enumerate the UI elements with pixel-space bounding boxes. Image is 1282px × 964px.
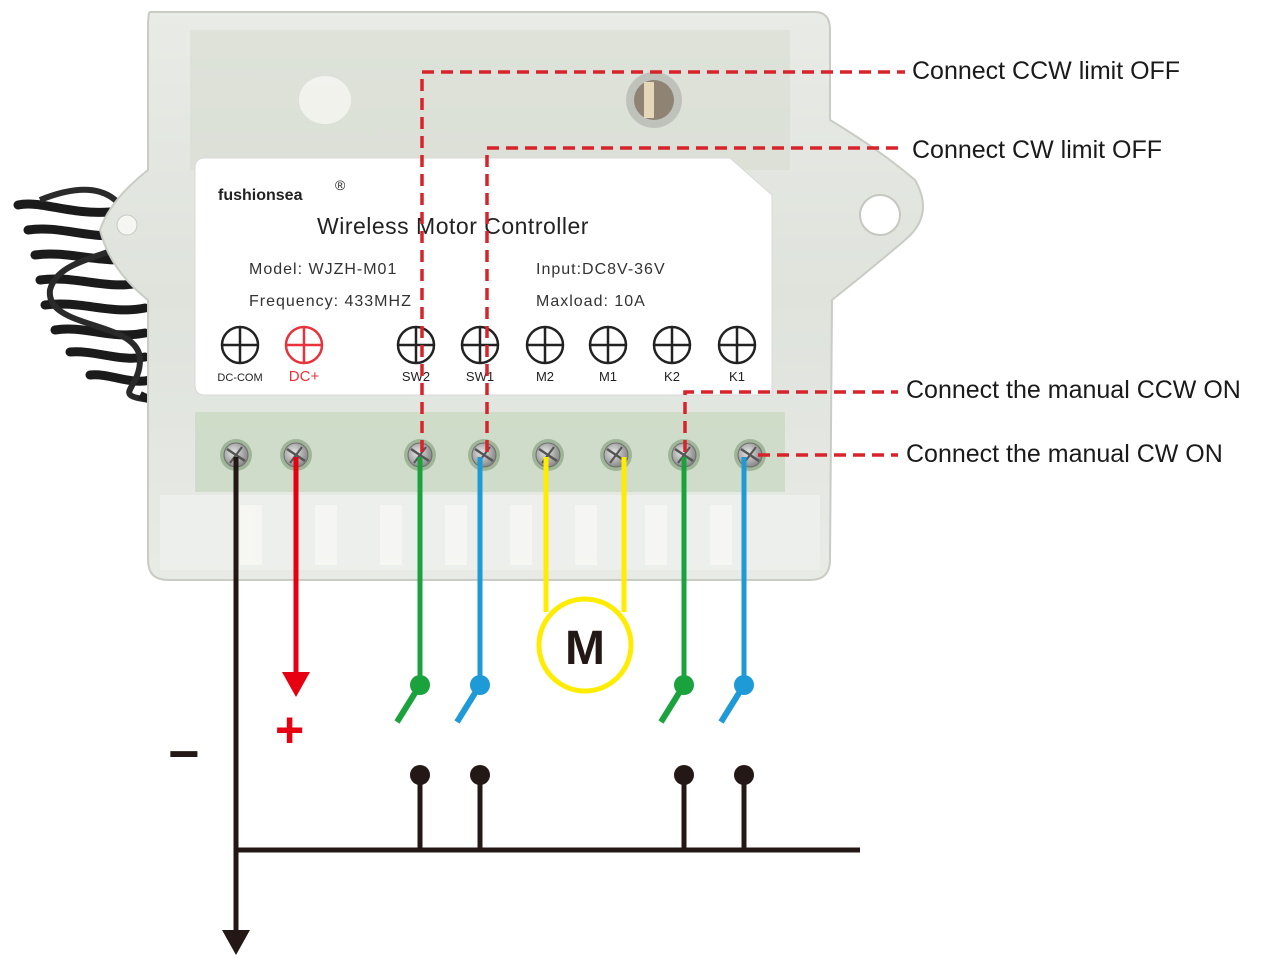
callout-line-ccw-limit (420, 70, 905, 452)
terminal-label: SW1 (466, 369, 494, 384)
callout-ccw-limit: Connect CCW limit OFF (912, 57, 1180, 85)
callout-manual-ccw: Connect the manual CCW ON (906, 376, 1241, 404)
label-frequency: Frequency: 433MHZ (249, 293, 412, 310)
screw-sw1 (468, 439, 500, 471)
callout-line-cw-limit (485, 146, 905, 452)
motor-symbol: M (565, 622, 605, 675)
switch-pivots (410, 675, 754, 695)
screw-m1 (600, 439, 632, 471)
label-title: Wireless Motor Controller (317, 213, 589, 239)
terminal-symbol-k1: K1 (717, 325, 757, 384)
callout-text: Connect CCW limit OFF Connect CW limit O… (906, 57, 1241, 468)
plus-sign: + (275, 702, 304, 758)
terminal-label: SW2 (402, 369, 430, 384)
terminal-symbol-dc+: DC+ (284, 325, 324, 385)
screw-k2 (668, 439, 700, 471)
screw-sw2 (404, 439, 436, 471)
brand-name: fushionsea (218, 187, 303, 204)
positive-wire (282, 457, 310, 697)
registered-mark: ® (335, 177, 346, 193)
motor-wiring (536, 457, 634, 694)
callout-lines (420, 70, 905, 457)
ground-arrow-head (222, 930, 250, 955)
callout-manual-cw: Connect the manual CW ON (906, 440, 1223, 468)
callout-cw-limit: Connect CW limit OFF (912, 136, 1162, 164)
terminal-label: K1 (729, 369, 745, 384)
ground-wiring (233, 457, 860, 935)
label-maxload: Maxload: 10A (536, 293, 646, 310)
terminal-label: K2 (664, 369, 680, 384)
minus-sign: − (168, 724, 200, 784)
label-model: Model: WJZH-M01 (249, 261, 397, 278)
terminal-label: M2 (536, 369, 554, 384)
terminal-symbol-m2: M2 (525, 325, 565, 384)
terminal-label: M1 (599, 369, 617, 384)
terminal-symbol-k2: K2 (652, 325, 692, 384)
switch-contacts (410, 765, 754, 785)
label-input: Input:DC8V-36V (536, 261, 666, 278)
switch-wires (394, 457, 747, 724)
controller-case (98, 11, 924, 581)
terminal-symbol-sw2: SW2 (396, 325, 436, 384)
screw-dc-com (220, 439, 252, 471)
product-label: fushionsea ® Wireless Motor Controller M… (194, 157, 773, 396)
terminal-screws (220, 439, 766, 471)
terminal-label: DC-COM (217, 372, 262, 384)
terminal-symbol-dc-com: DC-COM (217, 325, 263, 384)
terminal-symbol-m1: M1 (588, 325, 628, 384)
callout-line-manual-ccw (683, 390, 898, 452)
screw-m2 (532, 439, 564, 471)
screw-dc+ (280, 439, 312, 471)
terminal-label: DC+ (289, 368, 320, 385)
